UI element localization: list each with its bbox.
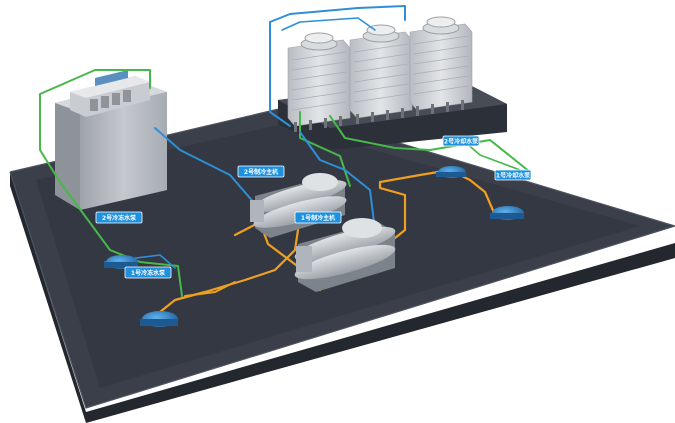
cooling-tower-3 <box>409 16 473 116</box>
svg-text:1号冷冻水泵: 1号冷冻水泵 <box>131 269 166 277</box>
pipe-orange-1 <box>148 228 300 322</box>
pipe-blue-right <box>299 131 376 231</box>
label-chiller-2: 2号制冷主机 <box>237 165 285 178</box>
cooling-tower-2 <box>349 24 413 124</box>
pipe-green-1 <box>39 69 183 297</box>
label-chiller-1: 1号制冷主机 <box>294 211 342 224</box>
pipe-blue-tower-top <box>269 21 291 127</box>
air-handling-building <box>55 70 167 210</box>
cooling-tower-1 <box>287 32 351 132</box>
label-pump-cooling-2: 2号冷却水泵 <box>442 135 480 147</box>
pipe-blue-tower-rail <box>269 5 406 23</box>
svg-text:2号制冷主机: 2号制冷主机 <box>244 168 278 176</box>
label-pump-chilled-1: 1号冷冻水泵 <box>124 266 172 279</box>
svg-text:1号冷却水泵: 1号冷却水泵 <box>496 172 531 180</box>
pump-cooling-2 <box>436 166 466 178</box>
pipe-orange-4 <box>184 281 236 297</box>
pipe-green-2 <box>329 115 531 173</box>
cooling-towers <box>287 16 473 132</box>
chiller-1 <box>294 218 396 292</box>
pipe-blue-tower-rail-2 <box>281 17 376 31</box>
pipe-orange-3 <box>378 168 497 244</box>
label-pump-chilled-2: 2号冷冻水泵 <box>95 211 143 224</box>
floor-rim <box>9 107 675 409</box>
pump-chilled-2 <box>104 255 138 269</box>
pump-cooling-1 <box>490 206 524 220</box>
label-pump-cooling-1: 1号冷却水泵 <box>494 169 532 181</box>
pump-chilled-1 <box>140 311 178 327</box>
svg-text:2号冷冻水泵: 2号冷冻水泵 <box>102 214 137 222</box>
svg-text:2号冷却水泵: 2号冷却水泵 <box>444 138 479 146</box>
svg-text:1号制冷主机: 1号制冷主机 <box>301 214 335 222</box>
